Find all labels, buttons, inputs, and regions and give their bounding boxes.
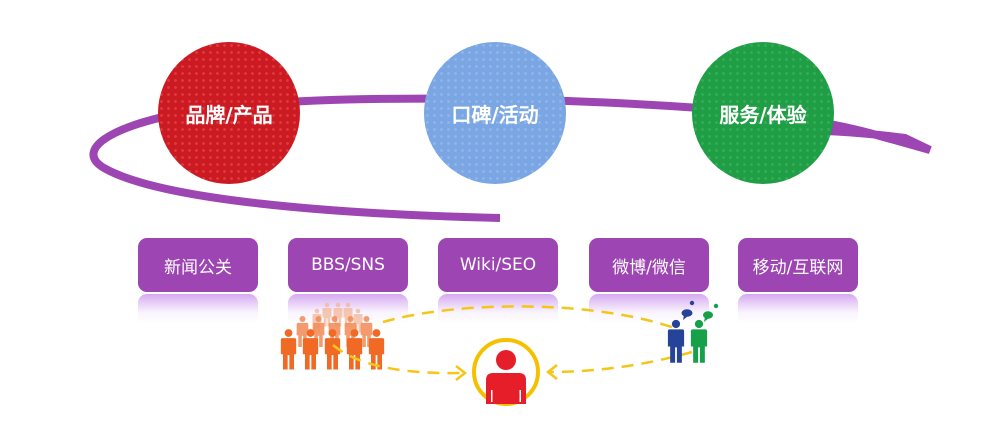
stage-word-of-mouth: 口碑/活动: [424, 42, 566, 184]
flow-arrow-crowd-to-user: [332, 344, 463, 375]
arrowhead-right: [455, 365, 468, 381]
channel-reflection: [138, 294, 258, 324]
stage-brand-product: 品牌/产品: [158, 42, 300, 184]
stage-label: 口碑/活动: [451, 102, 539, 127]
channel-label: 新闻公关: [164, 257, 232, 278]
channel-label: BBS/SNS: [311, 255, 385, 275]
channel-label: 移动/互联网: [752, 257, 844, 278]
channel-wiki-seo: Wiki/SEO: [438, 238, 558, 292]
channel-weibo-wechat: 微博/微信: [589, 238, 709, 292]
chatting-people-icon: [667, 300, 719, 363]
channel-reflection: [438, 294, 558, 324]
orbit-path: [89, 94, 932, 222]
channel-bbs-sns: BBS/SNS: [288, 238, 408, 292]
flow-arrow-top: [382, 305, 681, 332]
arrowhead-left: [545, 364, 558, 380]
flow-arrow-social-to-user: [549, 350, 693, 374]
crowd-icon: [280, 302, 385, 370]
channel-label: 微博/微信: [612, 257, 686, 278]
channel-news-pr: 新闻公关: [138, 238, 258, 292]
stage-label: 服务/体验: [719, 102, 807, 127]
stage-service-experience: 服务/体验: [692, 42, 834, 184]
channel-label: Wiki/SEO: [459, 255, 537, 275]
stage-label: 品牌/产品: [185, 102, 273, 127]
user-icon: [472, 338, 540, 406]
channel-reflection: [589, 294, 709, 324]
channel-mobile-internet: 移动/互联网: [738, 238, 858, 292]
channel-reflection: [738, 294, 858, 324]
